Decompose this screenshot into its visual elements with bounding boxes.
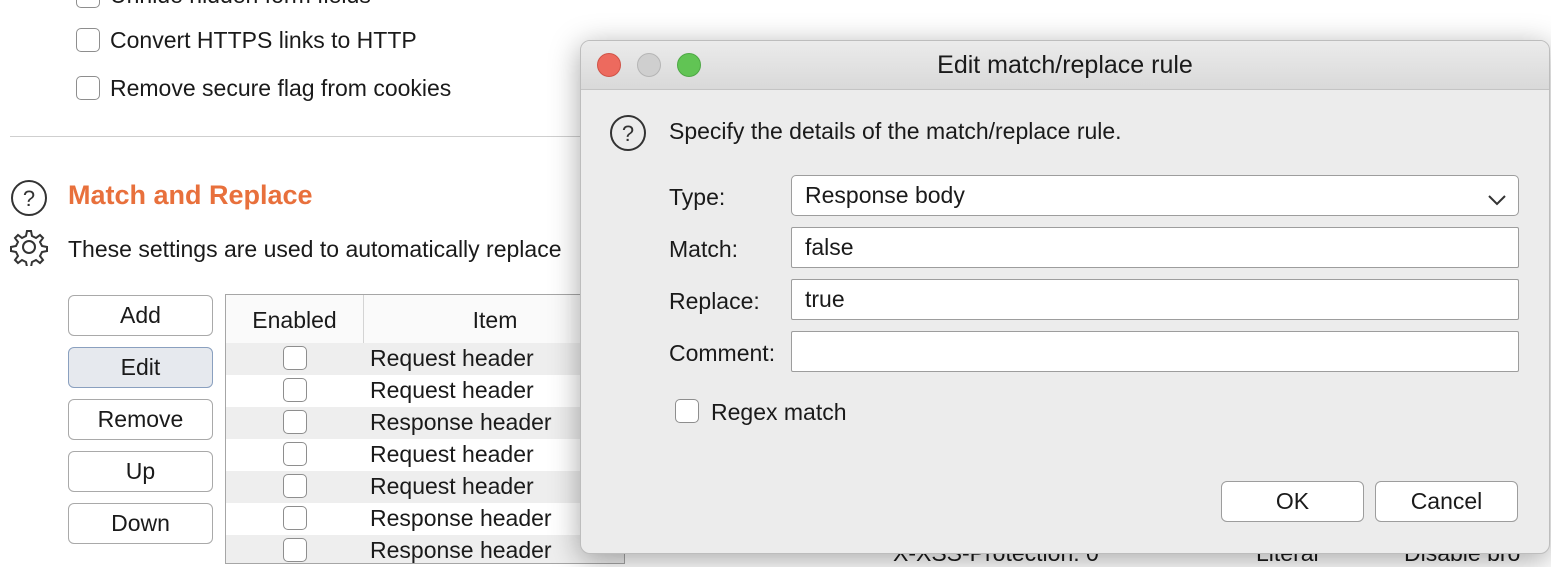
convert-https-checkbox[interactable] xyxy=(76,28,100,52)
settings-label-partial: Unhide hidden form fields xyxy=(110,0,371,9)
rules-table: Enabled Item Request header Request head… xyxy=(225,294,625,564)
up-button[interactable]: Up xyxy=(68,451,213,492)
row-enabled-checkbox[interactable] xyxy=(283,410,307,434)
row-item: Request header xyxy=(370,377,534,403)
dialog-titlebar: Edit match/replace rule xyxy=(581,41,1549,90)
regex-match-checkbox[interactable] xyxy=(675,399,699,423)
row-item: Request header xyxy=(370,345,534,371)
svg-text:?: ? xyxy=(23,186,35,211)
table-row[interactable]: Response header xyxy=(226,407,624,439)
table-row[interactable]: Request header xyxy=(226,375,624,407)
comment-field[interactable] xyxy=(791,331,1519,372)
ok-button[interactable]: OK xyxy=(1221,481,1364,522)
match-field[interactable]: false xyxy=(791,227,1519,268)
row-item: Response header xyxy=(370,537,552,563)
edit-button[interactable]: Edit xyxy=(68,347,213,388)
row-enabled-checkbox[interactable] xyxy=(283,346,307,370)
replace-field[interactable]: true xyxy=(791,279,1519,320)
svg-text:?: ? xyxy=(622,121,634,146)
row-enabled-checkbox[interactable] xyxy=(283,378,307,402)
table-row[interactable]: Request header xyxy=(226,439,624,471)
close-window-button[interactable] xyxy=(597,53,621,77)
add-button[interactable]: Add xyxy=(68,295,213,336)
cancel-button[interactable]: Cancel xyxy=(1375,481,1518,522)
remove-secure-flag-label: Remove secure flag from cookies xyxy=(110,75,452,101)
table-row[interactable]: Request header xyxy=(226,471,624,503)
section-description: These settings are used to automatically… xyxy=(68,236,562,262)
row-item: Request header xyxy=(370,473,534,499)
row-item: Request header xyxy=(370,441,534,467)
row-item: Response header xyxy=(370,409,552,435)
dialog-title: Edit match/replace rule xyxy=(937,51,1193,79)
edit-rule-dialog: Edit match/replace rule ? Specify the de… xyxy=(580,40,1550,554)
replace-label: Replace: xyxy=(669,288,760,314)
help-icon[interactable]: ? xyxy=(10,179,48,217)
row-enabled-checkbox[interactable] xyxy=(283,506,307,530)
minimize-window-button[interactable] xyxy=(637,53,661,77)
comment-label: Comment: xyxy=(669,340,776,366)
maximize-window-button[interactable] xyxy=(677,53,701,77)
remove-button[interactable]: Remove xyxy=(68,399,213,440)
row-enabled-checkbox[interactable] xyxy=(283,538,307,562)
match-label: Match: xyxy=(669,236,739,262)
settings-checkbox-partial[interactable] xyxy=(76,0,100,8)
chevron-down-icon xyxy=(1486,184,1508,206)
help-icon: ? xyxy=(609,114,647,152)
section-title: Match and Replace xyxy=(68,180,313,210)
row-enabled-checkbox[interactable] xyxy=(283,474,307,498)
type-select-value: Response body xyxy=(805,182,965,208)
table-row[interactable]: Response header xyxy=(226,535,624,563)
dialog-instruction: Specify the details of the match/replace… xyxy=(669,118,1122,144)
table-row[interactable]: Request header xyxy=(226,343,624,375)
gear-icon[interactable] xyxy=(10,228,48,268)
down-button[interactable]: Down xyxy=(68,503,213,544)
table-row[interactable]: Response header xyxy=(226,503,624,535)
remove-secure-flag-checkbox[interactable] xyxy=(76,76,100,100)
row-item: Response header xyxy=(370,505,552,531)
column-header-enabled[interactable]: Enabled xyxy=(226,295,364,344)
type-label: Type: xyxy=(669,184,726,210)
convert-https-label: Convert HTTPS links to HTTP xyxy=(110,27,417,53)
regex-match-label: Regex match xyxy=(711,399,847,425)
section-divider xyxy=(10,136,610,137)
type-select[interactable]: Response body xyxy=(791,175,1519,216)
row-enabled-checkbox[interactable] xyxy=(283,442,307,466)
